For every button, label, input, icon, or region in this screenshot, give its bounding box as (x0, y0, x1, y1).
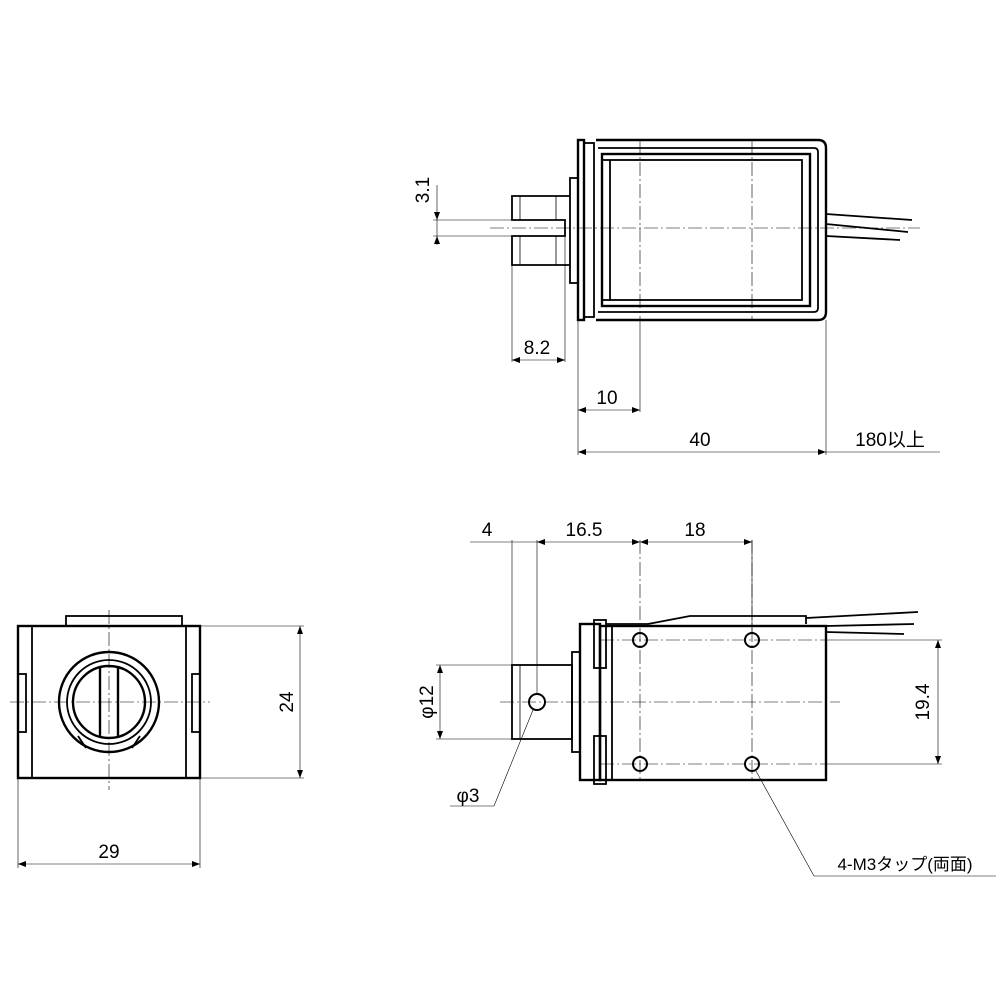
side-lead-wire-1 (805, 611, 919, 619)
dim-front-height-label: 24 (277, 691, 298, 713)
dim-pin-hole-label: φ3 (457, 786, 480, 807)
side-lead-wire-3 (825, 631, 905, 635)
front-view: 24 29 (10, 610, 304, 868)
tap-note-label: 4-M3タップ(両面) (837, 855, 972, 874)
top-coil (600, 152, 812, 308)
dim-front-width-label: 29 (98, 842, 119, 863)
arrowheads (18, 212, 941, 867)
dim-top-18-label: 18 (684, 520, 705, 541)
top-lead-wire-1 (825, 213, 913, 221)
side-view: 4 16.5 18 φ12 φ3 19.4 4-M3タップ(両面) (417, 520, 996, 877)
top-frame (596, 138, 828, 322)
dim-hole-pitch-label: 19.4 (913, 683, 934, 720)
dim-body-length-label: 40 (689, 430, 710, 451)
dim-slot-width-label: 3.1 (413, 177, 434, 203)
side-body (598, 624, 828, 782)
side-lead-wire-2 (825, 623, 915, 627)
top-lead-wire-3 (825, 235, 901, 241)
dim-top-16-5-label: 16.5 (566, 520, 603, 541)
dim-plunger-diameter-label: φ12 (417, 685, 438, 718)
dim-frame-offset-label: 10 (596, 388, 617, 409)
dim-lead-length-label: 180以上 (855, 429, 925, 451)
top-front-flange (569, 177, 579, 284)
dim-plunger-length-label: 8.2 (524, 338, 550, 359)
top-plunger (511, 195, 570, 266)
top-view: 3.1 8.2 10 40 180以上 (413, 138, 940, 455)
dim-top-4-label: 4 (482, 520, 493, 541)
